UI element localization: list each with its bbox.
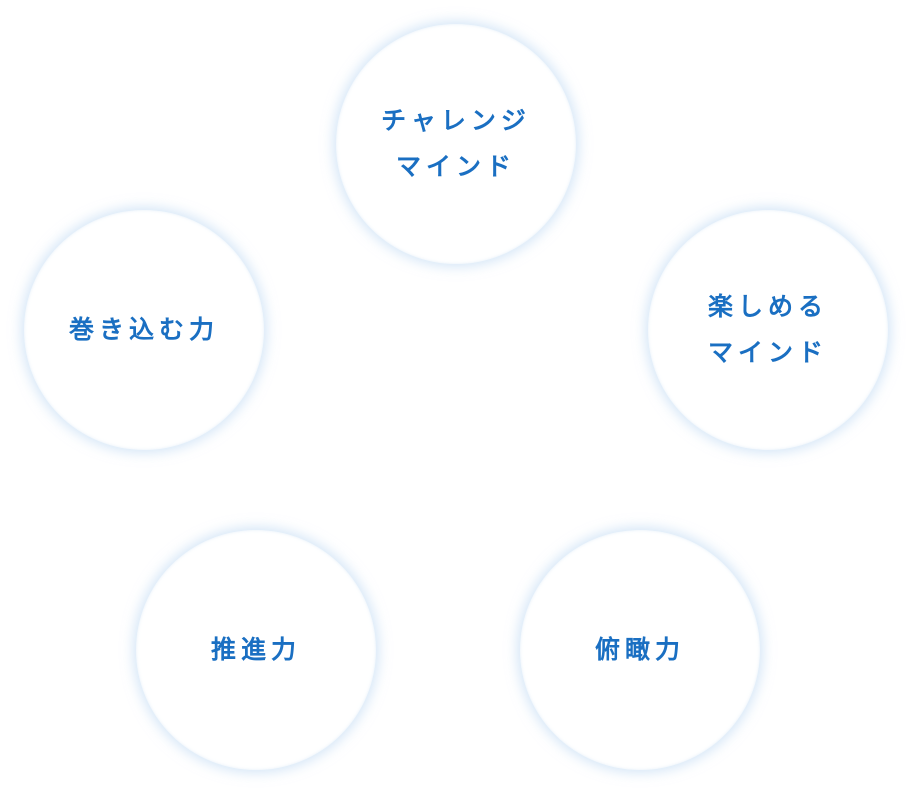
quality-label-line: 推進力: [210, 635, 301, 664]
quality-label-line: 巻き込む力: [68, 315, 219, 344]
quality-circle-overview-power: 俯瞰力: [520, 530, 760, 770]
quality-label-line: マインド: [395, 152, 516, 181]
quality-circle-challenge-mind: チャレンジ マインド: [336, 24, 576, 264]
quality-label-line: 俯瞰力: [594, 635, 685, 664]
quality-label-line: チャレンジ: [381, 106, 531, 135]
quality-label-line: マインド: [707, 338, 828, 367]
quality-label-line: 楽しめる: [707, 292, 828, 321]
quality-circle-involve-power: 巻き込む力: [24, 210, 264, 450]
quality-circle-drive-power: 推進力: [136, 530, 376, 770]
quality-circle-enjoy-mind: 楽しめる マインド: [648, 210, 888, 450]
